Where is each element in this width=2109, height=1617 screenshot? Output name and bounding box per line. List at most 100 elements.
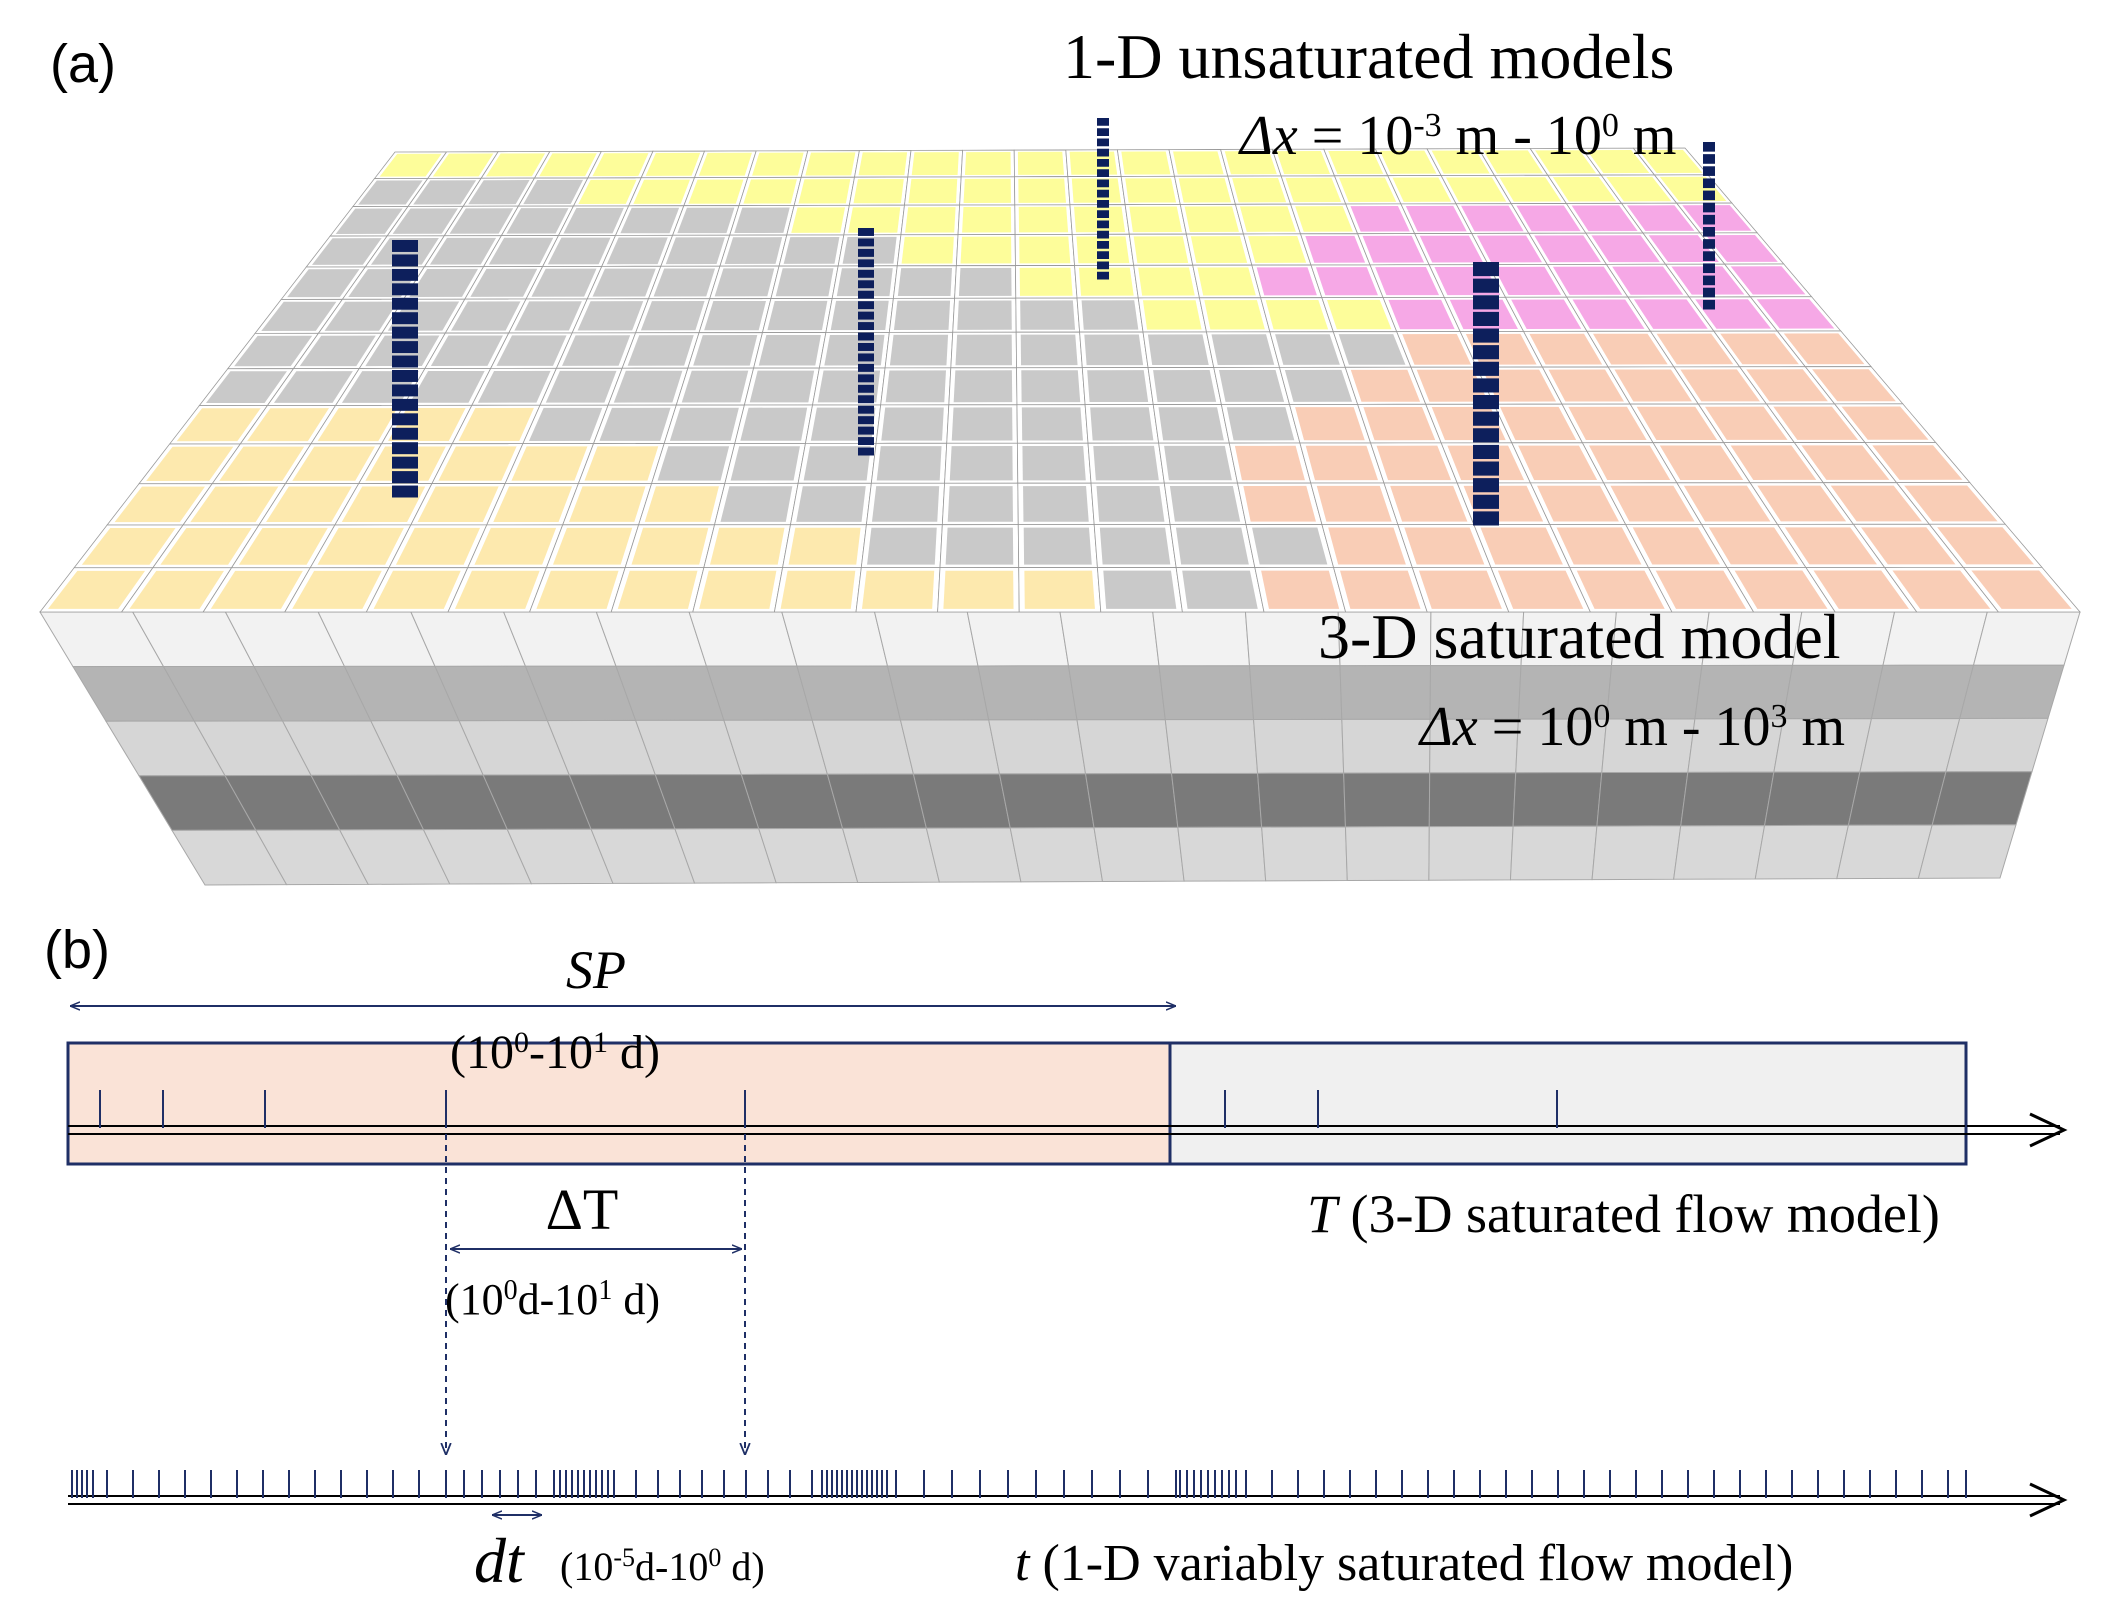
grid-cell <box>796 486 866 522</box>
grid-cell <box>528 407 603 441</box>
grid-cell <box>788 527 861 565</box>
grid-cell <box>943 570 1014 609</box>
unsaturated-models-title: 1-D unsaturated models <box>1063 21 1674 92</box>
side-layer-cell <box>1344 826 1430 882</box>
grid-cell <box>1656 333 1734 365</box>
grid-cell <box>1226 407 1295 441</box>
grid-cell <box>1017 151 1065 175</box>
t-var: t <box>1015 1535 1031 1592</box>
unsaturated-column-cell <box>858 353 874 362</box>
unsaturated-column-cell <box>392 427 418 440</box>
grid-cell <box>1204 300 1265 330</box>
grid-cell <box>867 527 937 565</box>
grid-cell <box>677 207 735 234</box>
grid-cell <box>324 301 398 331</box>
unsaturated-column-cell <box>1473 378 1499 393</box>
grid-cell <box>577 301 644 331</box>
unsaturated-column-cell <box>858 280 874 289</box>
unsaturated-column-cell <box>1473 345 1499 360</box>
grid-cell <box>606 237 668 265</box>
grid-cell <box>205 371 287 404</box>
grid-cell <box>1184 206 1239 232</box>
range-exp2: 1 <box>598 1275 612 1306</box>
grid-cell <box>710 527 785 565</box>
grid-cell <box>1090 407 1154 441</box>
unsaturated-column-cell <box>392 283 418 296</box>
range-b: d-10 <box>518 1275 599 1324</box>
unsaturated-column-cell <box>1473 444 1499 459</box>
unsaturated-column-cell <box>1703 154 1715 164</box>
grid-cell <box>964 151 1011 176</box>
side-layer-cell <box>1177 826 1267 882</box>
grid-cell <box>273 371 353 403</box>
grid-cell <box>514 301 582 331</box>
grid-cell <box>1872 445 1963 480</box>
grid-cell <box>486 153 546 177</box>
grid-cell <box>1232 177 1287 203</box>
grid-cell <box>1178 178 1232 203</box>
grid-cell <box>871 486 940 522</box>
next-stress-period-box <box>1168 1041 1968 1166</box>
grid-cell <box>1830 485 1922 522</box>
grid-cell <box>562 335 631 366</box>
grid-cell <box>631 527 709 565</box>
unsaturated-column-cell <box>392 471 418 484</box>
dT-range-label: (100d-101 d) <box>445 1275 660 1325</box>
grid-cell <box>876 446 942 481</box>
grid-cell <box>1576 570 1665 609</box>
unsaturated-column-cell <box>1097 271 1109 280</box>
grid-cell <box>1680 369 1760 402</box>
grid-cell <box>1516 205 1581 232</box>
grid-cell <box>1572 299 1645 329</box>
grid-cell <box>1197 267 1256 296</box>
unsaturated-column-cell <box>1473 494 1499 509</box>
grid-cell <box>114 486 205 523</box>
side-layer-cell <box>1428 825 1514 881</box>
grid-cell <box>373 570 461 609</box>
unsaturated-column-cell <box>858 426 874 435</box>
grid-cell <box>1224 151 1277 175</box>
side-layer-cell <box>1428 772 1517 828</box>
grid-cell <box>1493 266 1562 295</box>
grid-cell <box>511 446 588 481</box>
grid-cell <box>496 335 567 366</box>
range-a: (10 <box>445 1275 504 1324</box>
grid-cell <box>1339 177 1397 203</box>
grid-cell <box>311 238 382 265</box>
grid-cell <box>1248 236 1307 263</box>
grid-cell <box>1518 445 1598 481</box>
grid-cell <box>1018 178 1067 203</box>
grid-cell <box>1081 300 1139 330</box>
side-layer-cell <box>1341 718 1431 774</box>
side-layer-cell <box>1754 824 1849 880</box>
grid-cell <box>853 179 904 204</box>
range-exp2: 0 <box>708 1543 721 1572</box>
grid-cell <box>951 407 1013 441</box>
unsaturated-column-cell <box>1473 328 1499 343</box>
side-layer-cell <box>595 611 708 667</box>
grid-cell <box>1552 177 1617 202</box>
grid-cell <box>908 178 958 204</box>
side-layer-cell <box>1870 664 1975 720</box>
unsaturated-column-cell <box>392 240 418 252</box>
unsaturated-column-cell <box>1703 263 1715 274</box>
grid-cell <box>1285 177 1342 203</box>
grid-cell <box>1376 445 1452 481</box>
unsaturated-column-cell <box>1097 128 1109 136</box>
grid-cell <box>1158 407 1224 441</box>
grid-cell <box>1069 151 1118 175</box>
grid-cell <box>1305 445 1379 481</box>
grid-cell <box>545 370 617 403</box>
grid-cell <box>1218 369 1285 402</box>
grid-cell <box>292 570 382 609</box>
grid-cell <box>1018 206 1069 233</box>
grid-cell <box>506 208 569 234</box>
grid-cell <box>1121 151 1171 175</box>
dx-mid-text: m - 10 <box>1442 105 1602 167</box>
T-desc: (3-D saturated flow model) <box>1337 1184 1940 1244</box>
grid-cell <box>1730 445 1817 480</box>
side-layer-cell <box>1261 826 1348 882</box>
range-b: -10 <box>529 1026 593 1079</box>
side-layer-cell <box>688 611 798 667</box>
